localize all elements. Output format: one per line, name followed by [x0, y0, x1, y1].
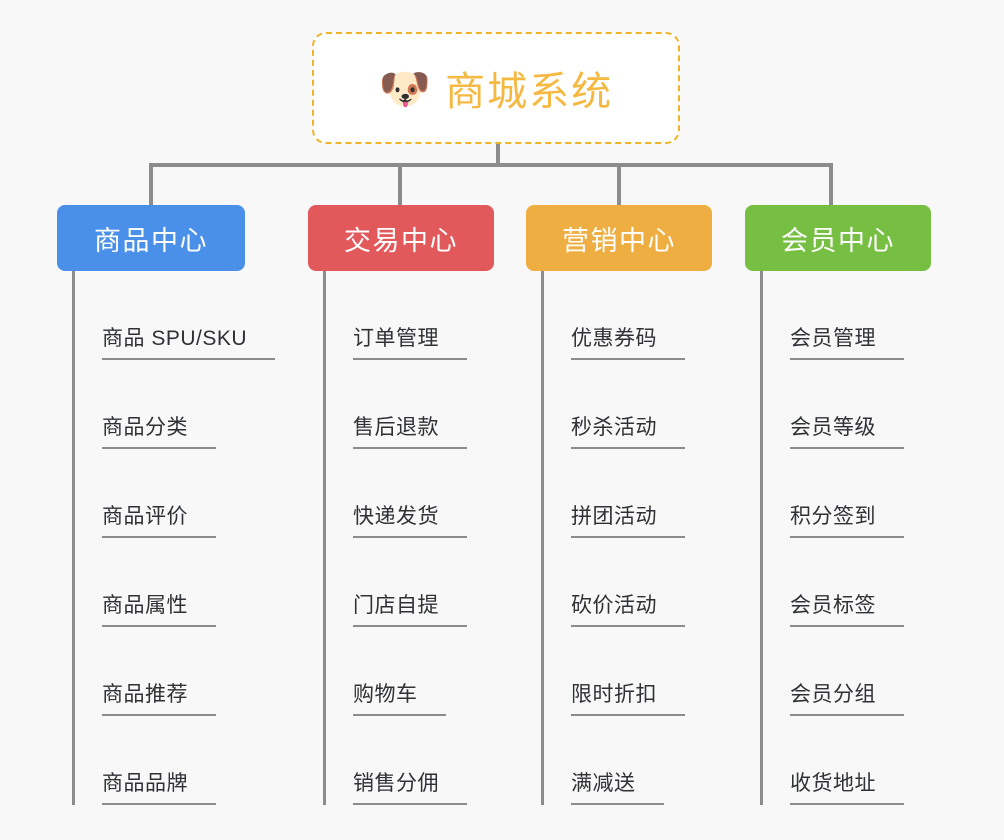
leaf-item[interactable]: 商品推荐	[72, 627, 245, 716]
root-node[interactable]: 🐶 商城系统	[312, 32, 680, 144]
leaf-label: 商品推荐	[102, 684, 216, 716]
leaf-item[interactable]: 销售分佣	[323, 716, 494, 805]
leaf-label: 商品属性	[102, 595, 216, 627]
leaf-label: 商品评价	[102, 506, 216, 538]
leaf-item[interactable]: 秒杀活动	[541, 360, 712, 449]
branch-marketing-center: 营销中心 优惠券码 秒杀活动 拼团活动 砍价活动 限时折扣 满减送	[526, 205, 712, 805]
leaf-item[interactable]: 商品属性	[72, 538, 245, 627]
leaf-item[interactable]: 商品评价	[72, 449, 245, 538]
leaf-item[interactable]: 售后退款	[323, 360, 494, 449]
leaf-item[interactable]: 会员标签	[760, 538, 931, 627]
category-header-trade-center[interactable]: 交易中心	[308, 205, 494, 271]
branch-trade-center: 交易中心 订单管理 售后退款 快递发货 门店自提 购物车 销售分佣	[308, 205, 494, 805]
leaf-item[interactable]: 拼团活动	[541, 449, 712, 538]
leaf-label: 售后退款	[353, 417, 467, 449]
category-title: 营销中心	[562, 225, 676, 256]
leaf-label: 优惠券码	[571, 328, 685, 360]
leaf-label: 快递发货	[353, 506, 467, 538]
leaf-label: 门店自提	[353, 595, 467, 627]
connector-drop-2	[398, 163, 402, 205]
leaf-list-trade-center: 订单管理 售后退款 快递发货 门店自提 购物车 销售分佣	[323, 271, 494, 805]
branch-member-center: 会员中心 会员管理 会员等级 积分签到 会员标签 会员分组 收货地址	[745, 205, 931, 805]
leaf-label: 购物车	[353, 684, 446, 716]
connector-drop-1	[149, 163, 153, 205]
connector-drop-4	[829, 163, 833, 205]
leaf-label: 秒杀活动	[571, 417, 685, 449]
leaf-label: 积分签到	[790, 506, 904, 538]
leaf-item[interactable]: 商品品牌	[72, 716, 245, 805]
leaf-item[interactable]: 砍价活动	[541, 538, 712, 627]
leaf-label: 会员等级	[790, 417, 904, 449]
leaf-label: 订单管理	[353, 328, 467, 360]
leaf-list-product-center: 商品 SPU/SKU 商品分类 商品评价 商品属性 商品推荐 商品品牌	[72, 271, 276, 805]
leaf-item[interactable]: 商品分类	[72, 360, 245, 449]
dog-face-icon: 🐶	[378, 65, 432, 112]
category-title: 交易中心	[344, 225, 458, 256]
leaf-item[interactable]: 会员管理	[760, 271, 931, 360]
category-header-member-center[interactable]: 会员中心	[745, 205, 931, 271]
leaf-label: 会员管理	[790, 328, 904, 360]
leaf-label: 拼团活动	[571, 506, 685, 538]
leaf-item[interactable]: 满减送	[541, 716, 712, 805]
leaf-trunk	[541, 271, 544, 805]
leaf-item[interactable]: 积分签到	[760, 449, 931, 538]
leaf-item[interactable]: 购物车	[323, 627, 494, 716]
leaf-item[interactable]: 订单管理	[323, 271, 494, 360]
leaf-label: 限时折扣	[571, 684, 685, 716]
leaf-trunk	[323, 271, 326, 805]
leaf-label: 会员分组	[790, 684, 904, 716]
leaf-item[interactable]: 门店自提	[323, 538, 494, 627]
connector-horizontal-bus	[149, 163, 833, 167]
category-title: 商品中心	[94, 225, 208, 256]
leaf-label: 商品品牌	[102, 773, 216, 805]
leaf-label: 销售分佣	[353, 773, 467, 805]
root-title: 商城系统	[445, 70, 614, 114]
leaf-label: 满减送	[571, 773, 664, 805]
leaf-item[interactable]: 快递发货	[323, 449, 494, 538]
category-title: 会员中心	[781, 225, 895, 256]
category-header-product-center[interactable]: 商品中心	[57, 205, 245, 271]
connector-drop-3	[617, 163, 621, 205]
leaf-item[interactable]: 会员等级	[760, 360, 931, 449]
leaf-label: 商品 SPU/SKU	[102, 328, 276, 360]
branch-product-center: 商品中心 商品 SPU/SKU 商品分类 商品评价 商品属性 商品推荐 商品品牌	[57, 205, 276, 805]
leaf-item[interactable]: 商品 SPU/SKU	[72, 271, 276, 360]
category-header-marketing-center[interactable]: 营销中心	[526, 205, 712, 271]
leaf-list-marketing-center: 优惠券码 秒杀活动 拼团活动 砍价活动 限时折扣 满减送	[541, 271, 712, 805]
leaf-trunk	[72, 271, 75, 805]
connector-root-stem	[496, 144, 500, 166]
leaf-label: 砍价活动	[571, 595, 685, 627]
leaf-list-member-center: 会员管理 会员等级 积分签到 会员标签 会员分组 收货地址	[760, 271, 931, 805]
leaf-item[interactable]: 收货地址	[760, 716, 931, 805]
leaf-item[interactable]: 会员分组	[760, 627, 931, 716]
leaf-label: 收货地址	[790, 773, 904, 805]
leaf-trunk	[760, 271, 763, 805]
leaf-label: 商品分类	[102, 417, 216, 449]
leaf-item[interactable]: 优惠券码	[541, 271, 712, 360]
leaf-label: 会员标签	[790, 595, 904, 627]
leaf-item[interactable]: 限时折扣	[541, 627, 712, 716]
